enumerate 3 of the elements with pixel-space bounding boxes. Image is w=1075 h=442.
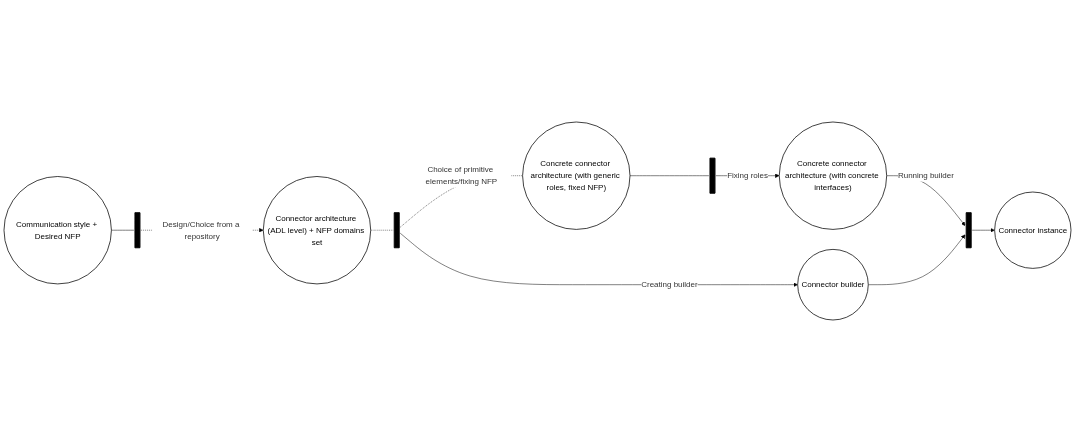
connector <box>111 229 135 231</box>
connector <box>629 175 710 176</box>
connector <box>370 229 394 231</box>
